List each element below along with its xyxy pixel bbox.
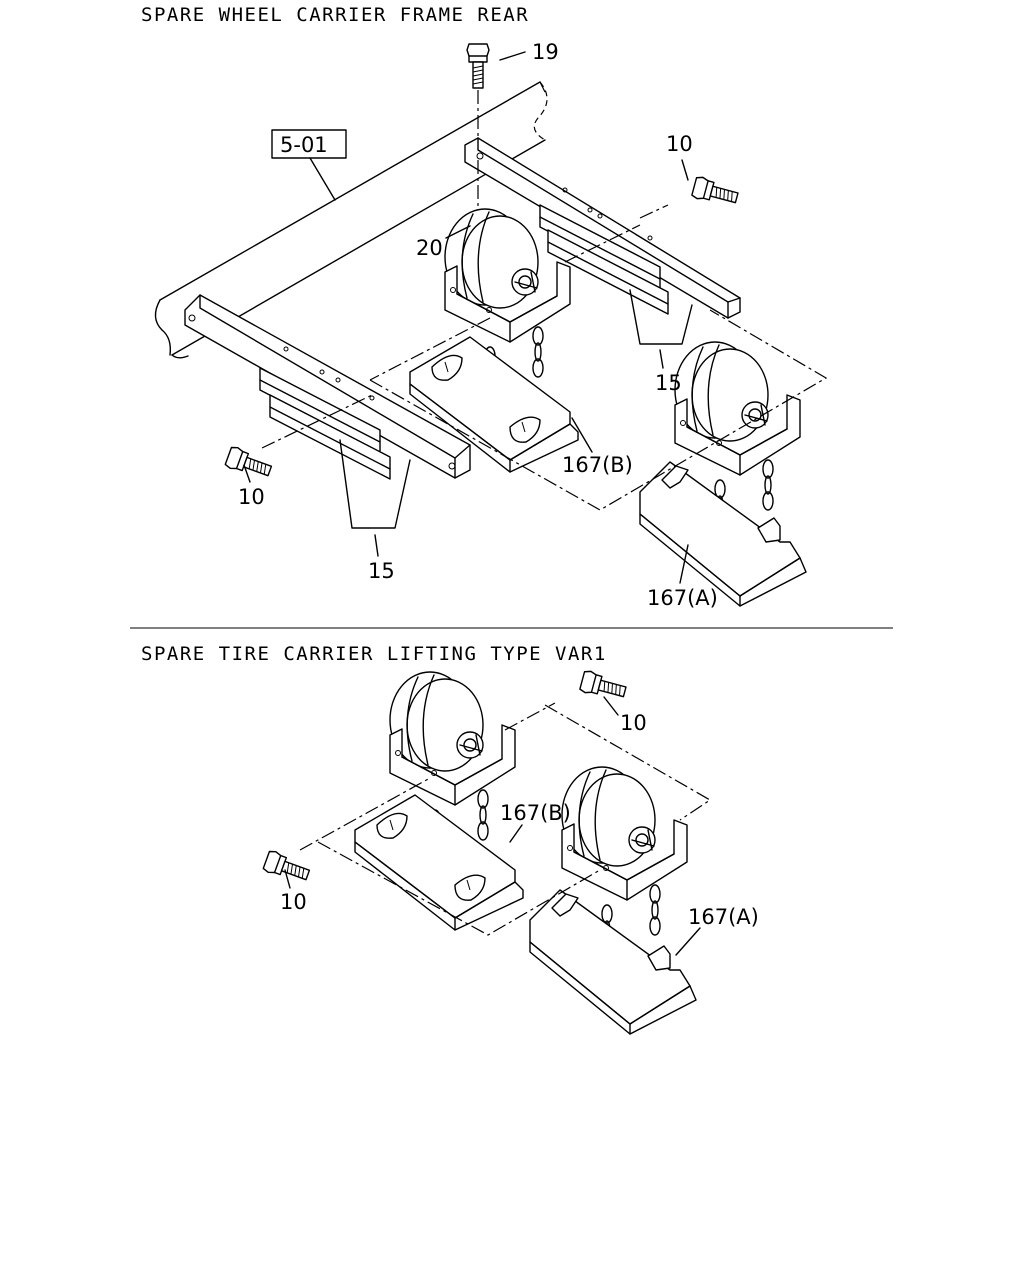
label-167a-bottom: 167(A) xyxy=(688,905,759,929)
bolt-19-icon xyxy=(466,43,490,89)
label-19: 19 xyxy=(532,40,559,64)
bottom-section-title: SPARE TIRE CARRIER LIFTING TYPE VAR1 xyxy=(141,643,607,665)
assembly-outline-top xyxy=(369,309,828,511)
label-167a: 167(A) xyxy=(647,586,718,610)
label-10-right: 10 xyxy=(666,132,693,156)
leader-15-right xyxy=(629,289,693,345)
cross-member-left xyxy=(184,294,471,479)
bolt-10-left-bottom-icon xyxy=(261,848,313,887)
bolt-10-left-icon xyxy=(223,444,275,483)
label-15-left: 15 xyxy=(368,559,395,583)
top-section-title: SPARE WHEEL CARRIER FRAME REAR xyxy=(141,4,529,26)
assembly-outline-bottom xyxy=(317,841,601,936)
cross-member-right xyxy=(464,137,741,319)
label-167b-bottom: 167(B) xyxy=(500,801,571,825)
bolt-10-right-icon xyxy=(690,175,741,210)
label-10-right-bottom: 10 xyxy=(620,711,647,735)
leader-15-left xyxy=(339,439,411,529)
tray-167b-bottom xyxy=(354,794,524,931)
bolt-10-right-bottom-icon xyxy=(578,669,629,704)
reference-box-label: 5-01 xyxy=(280,133,328,157)
label-15-right: 15 xyxy=(655,371,682,395)
tray-167a-bottom xyxy=(529,889,697,1035)
label-167b: 167(B) xyxy=(562,453,633,477)
tray-167a-top xyxy=(639,461,807,607)
label-10-left-bottom: 10 xyxy=(280,890,307,914)
reference-box: 5-01 xyxy=(271,129,347,201)
label-10-left: 10 xyxy=(238,485,265,509)
label-20: 20 xyxy=(416,236,443,260)
